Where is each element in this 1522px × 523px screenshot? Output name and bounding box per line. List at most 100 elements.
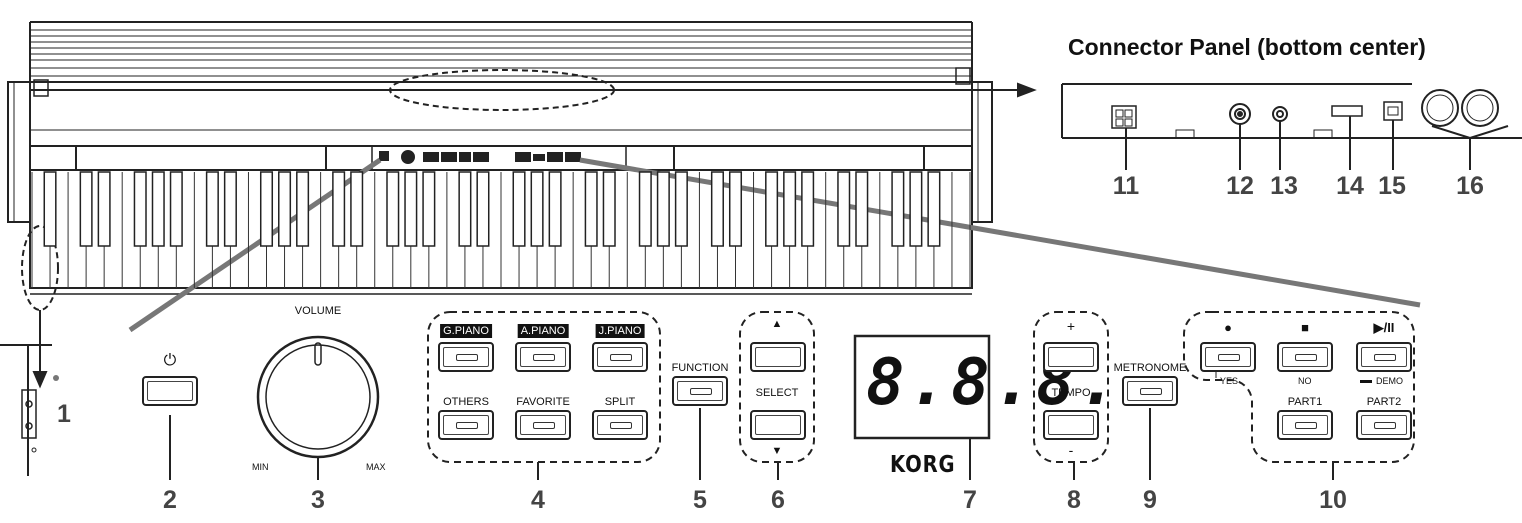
black-key: [43, 171, 57, 247]
black-key: [476, 171, 490, 247]
volume-knob[interactable]: [258, 337, 378, 457]
record-button[interactable]: [1200, 342, 1256, 372]
black-key: [169, 171, 183, 247]
black-key: [909, 171, 923, 247]
part1-button[interactable]: [1277, 410, 1333, 440]
connector-panel: [1061, 83, 1522, 170]
j-piano-button[interactable]: [592, 342, 648, 372]
select-down-button[interactable]: [750, 410, 806, 440]
callout-2: 2: [163, 486, 177, 514]
black-key: [530, 171, 544, 247]
callout-1: 1: [57, 400, 71, 428]
others-button[interactable]: [438, 410, 494, 440]
black-key: [891, 171, 905, 247]
part2-button[interactable]: [1356, 410, 1412, 440]
play-pause-button[interactable]: [1356, 342, 1412, 372]
tempo-up-button[interactable]: [1043, 342, 1099, 372]
callout-12: 12: [1226, 172, 1254, 200]
recorder-group-outline: [1183, 311, 1415, 463]
part2-label: PART2: [1366, 396, 1402, 408]
record-icon: ●: [1224, 320, 1232, 335]
black-key: [927, 171, 941, 247]
black-key: [458, 171, 472, 247]
black-key: [548, 171, 562, 247]
volume-min-label: MIN: [252, 462, 269, 472]
black-key: [404, 171, 418, 247]
a-piano-button[interactable]: [515, 342, 571, 372]
callout-8: 8: [1067, 486, 1081, 514]
tempo-minus-icon: -: [1068, 442, 1074, 458]
callout-15: 15: [1378, 172, 1406, 200]
black-key: [278, 171, 292, 247]
power-button[interactable]: [142, 376, 198, 406]
volume-label: VOLUME: [294, 305, 342, 317]
volume-max-label: MAX: [366, 462, 386, 472]
display-frame: [853, 334, 991, 440]
yes-label: YES: [1220, 376, 1239, 386]
tempo-group-outline: [1033, 311, 1109, 463]
others-label: OTHERS: [443, 396, 489, 408]
callout-14: 14: [1336, 172, 1364, 200]
split-button[interactable]: [592, 410, 648, 440]
stop-button[interactable]: [1277, 342, 1333, 372]
a-piano-label: A.PIANO: [517, 324, 569, 338]
metronome-button[interactable]: [1122, 376, 1178, 406]
black-key: [205, 171, 219, 247]
callout-6: 6: [771, 486, 785, 514]
black-key: [765, 171, 779, 247]
black-key: [783, 171, 797, 247]
piano-cheeks: [7, 81, 993, 223]
part1-label: PART1: [1287, 396, 1323, 408]
black-key: [259, 171, 274, 247]
callout-9: 9: [1143, 486, 1157, 514]
black-key: [350, 171, 364, 247]
demo-label: DEMO: [1376, 376, 1403, 386]
black-key: [855, 171, 869, 247]
side-jack-outline: [21, 225, 59, 311]
connector-panel-title: Connector Panel (bottom center): [1068, 34, 1426, 60]
volume-knob-indicator: [314, 342, 322, 366]
black-key: [638, 171, 652, 247]
callout-3: 3: [311, 486, 325, 514]
callout-5: 5: [693, 486, 707, 514]
select-label: SELECT: [755, 387, 799, 399]
black-key: [710, 171, 724, 247]
sound-group-outline: [427, 311, 661, 463]
black-key: [602, 171, 616, 247]
black-key: [422, 171, 436, 247]
black-key: [79, 171, 93, 247]
no-label: NO: [1298, 376, 1312, 386]
tempo-down-button[interactable]: [1043, 410, 1099, 440]
black-key: [512, 171, 526, 247]
black-key: [332, 171, 346, 247]
black-key: [97, 171, 111, 247]
j-piano-label: J.PIANO: [595, 324, 645, 338]
black-key: [674, 171, 688, 247]
black-key: [133, 171, 147, 247]
play-pause-icon: ▶/II: [1373, 320, 1395, 335]
callout-10: 10: [1319, 486, 1347, 514]
callout-16: 16: [1456, 172, 1484, 200]
callout-13: 13: [1270, 172, 1298, 200]
volume-knob-inner: [265, 344, 371, 450]
demo-bar: [1360, 380, 1372, 383]
black-key: [837, 171, 851, 247]
metronome-label: METRONOME: [1113, 362, 1187, 374]
black-key: [584, 171, 598, 247]
callout-4: 4: [531, 486, 545, 514]
black-key: [223, 171, 237, 247]
tempo-plus-icon: +: [1066, 318, 1076, 334]
black-key: [801, 171, 815, 247]
piano-lid: [29, 21, 973, 97]
favorite-button[interactable]: [515, 410, 571, 440]
callout-7: 7: [963, 486, 977, 514]
function-button[interactable]: [672, 376, 728, 406]
power-icon: ⏻: [163, 352, 177, 369]
select-down-icon: ▼: [771, 445, 783, 457]
black-key: [656, 171, 670, 247]
g-piano-button[interactable]: [438, 342, 494, 372]
select-up-button[interactable]: [750, 342, 806, 372]
favorite-label: FAVORITE: [516, 396, 570, 408]
